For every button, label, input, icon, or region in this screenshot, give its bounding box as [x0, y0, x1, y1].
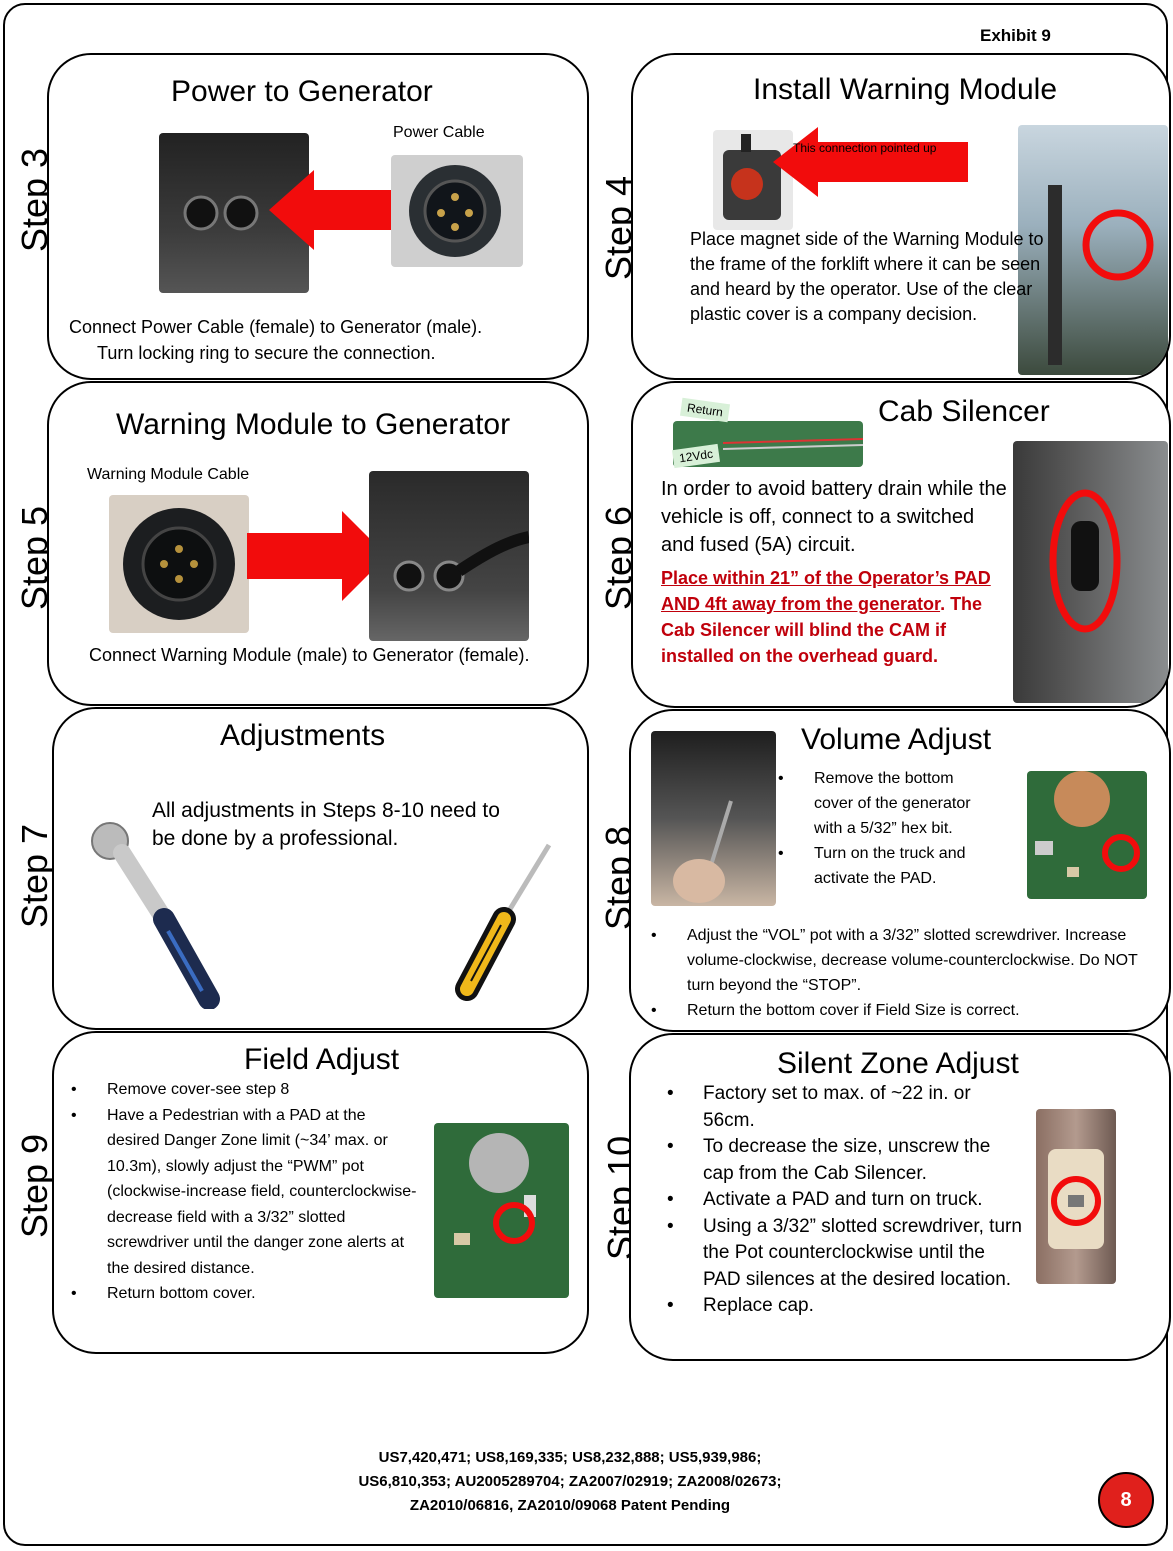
- page-number-badge: 8: [1098, 1472, 1154, 1528]
- list-item: Remove the bottom cover of the generator…: [776, 766, 996, 841]
- volume-steps-bottom: Adjust the “VOL” pot with a 3/32” slotte…: [649, 923, 1159, 1023]
- step-4-instruction: Place magnet side of the Warning Module …: [690, 229, 1044, 324]
- pot-highlight-icon: [1048, 1149, 1104, 1249]
- warning-underlined: Place within 21” of the Operator’s PAD A…: [661, 568, 991, 614]
- step-3-instruction: Connect Power Cable (female) to Generato…: [69, 317, 483, 337]
- patent-line-3: ZA2010/06816, ZA2010/09068 Patent Pendin…: [409, 1497, 731, 1514]
- panel-title: Cab Silencer: [878, 395, 1050, 428]
- panel-adjustments: Adjustments All adjustments in Steps 8-1…: [52, 707, 589, 1030]
- list-item: Remove cover-see step 8: [69, 1077, 419, 1103]
- exhibit-label: Exhibit 9: [980, 26, 1051, 45]
- list-item: Have a Pedestrian with a PAD at the desi…: [69, 1103, 419, 1282]
- panel-silent-zone-adjust: Silent Zone Adjust Factory set to max. o…: [629, 1033, 1171, 1361]
- pwm-pot-highlight-icon: [454, 1133, 536, 1245]
- ratchet-wrench-icon: [91, 822, 220, 1009]
- power-cable-callout: Power Cable: [393, 124, 485, 141]
- hex-bit-icon: [673, 800, 733, 903]
- highlight-ellipse-icon: [1049, 489, 1121, 633]
- step-5-instruction: Connect Warning Module (male) to Generat…: [89, 645, 530, 665]
- list-item: Using a 3/32” slotted screwdriver, turn …: [665, 1214, 1025, 1294]
- bottom-cover-photo: [651, 731, 776, 906]
- patent-line-2: US6,810,353; AU2005289704; ZA2007/02919;…: [358, 1473, 782, 1490]
- step-7-instruction: All adjustments in Steps 8-10 need to be…: [152, 799, 500, 850]
- forklift-photo: [1018, 125, 1168, 375]
- patent-notice: US7,420,471; US8,169,335; US8,232,888; U…: [220, 1446, 920, 1518]
- volume-steps-top: Remove the bottom cover of the generator…: [776, 766, 996, 891]
- male-connector-icon: [123, 508, 235, 620]
- panel-title: Power to Generator: [171, 75, 433, 108]
- red-arrow-up-icon: [773, 127, 968, 197]
- pcb-field-photo: [434, 1123, 569, 1298]
- red-arrow-right-icon: [247, 511, 387, 601]
- panel-title: Volume Adjust: [801, 723, 992, 756]
- step-7-label: Step 7: [14, 823, 55, 928]
- panel-title: Warning Module to Generator: [116, 408, 511, 441]
- list-item: Adjust the “VOL” pot with a 3/32” slotte…: [649, 923, 1159, 998]
- panel-cab-silencer: Cab Silencer Return 12Vdc In order to av…: [631, 381, 1171, 708]
- step-3-instruction-2: Turn locking ring to secure the connecti…: [97, 343, 436, 363]
- warning-module-cable-callout: Warning Module Cable: [87, 466, 250, 483]
- step-6-instruction: In order to avoid battery drain while th…: [661, 478, 1007, 556]
- panel-warning-module-to-generator: Warning Module to Generator Warning Modu…: [47, 381, 589, 706]
- panel-title: Install Warning Module: [753, 73, 1058, 106]
- list-item: Return bottom cover.: [69, 1281, 419, 1307]
- panel-title: Adjustments: [220, 719, 386, 752]
- list-item: Turn on the truck and activate the PAD.: [776, 841, 996, 891]
- list-item: Replace cap.: [665, 1293, 1025, 1320]
- panel-power-to-generator: Power to Generator Power Cable Connect P…: [47, 53, 589, 380]
- highlight-circle-icon: [1048, 185, 1154, 365]
- warning-module-cable-photo: [109, 495, 249, 633]
- patent-line-1: US7,420,471; US8,169,335; US8,232,888; U…: [378, 1449, 762, 1466]
- warning-module-icon: [723, 134, 781, 220]
- female-connector-icon: [409, 165, 501, 257]
- red-arrow-icon: [269, 170, 399, 250]
- list-item: Return the bottom cover if Field Size is…: [649, 998, 1159, 1023]
- warning-rest: . The Cab Silencer will blind the CAM if…: [661, 594, 983, 666]
- generator-socket-photo: [369, 471, 529, 641]
- silent-zone-steps: Factory set to max. of ~22 in. or 56cm. …: [665, 1081, 1025, 1320]
- cab-silencer-cap-photo: [1036, 1109, 1116, 1284]
- cab-silencer-photo: [1013, 441, 1168, 703]
- list-item: Factory set to max. of ~22 in. or 56cm.: [665, 1081, 1025, 1134]
- return-wire-tag: Return: [679, 397, 731, 423]
- list-item: To decrease the size, unscrew the cap fr…: [665, 1134, 1025, 1187]
- warning-module-photo: [713, 130, 793, 230]
- step-6-warning: Place within 21” of the Operator’s PAD A…: [661, 565, 996, 669]
- generator-connector-icon: [183, 195, 259, 231]
- field-adjust-steps: Remove cover-see step 8 Have a Pedestria…: [69, 1077, 419, 1307]
- wire-icon: [722, 438, 863, 450]
- step-9-label: Step 9: [14, 1133, 55, 1238]
- power-cable-photo: [391, 155, 523, 267]
- panel-install-warning-module: Install Warning Module This connection p…: [631, 53, 1171, 380]
- arrow-note: This connection pointed up: [793, 141, 937, 155]
- panel-title: Silent Zone Adjust: [777, 1047, 1019, 1080]
- pcb-photo: [1027, 771, 1147, 899]
- panel-field-adjust: Field Adjust Remove cover-see step 8 Hav…: [52, 1031, 589, 1354]
- list-item: Activate a PAD and turn on truck.: [665, 1187, 1025, 1214]
- panel-title: Field Adjust: [244, 1043, 400, 1076]
- vol-pot-highlight-icon: [1035, 771, 1140, 877]
- generator-socket-icon: [393, 531, 529, 592]
- screwdriver-icon: [455, 843, 552, 1001]
- panel-volume-adjust: Volume Adjust Remove the bottom cover of…: [629, 709, 1171, 1032]
